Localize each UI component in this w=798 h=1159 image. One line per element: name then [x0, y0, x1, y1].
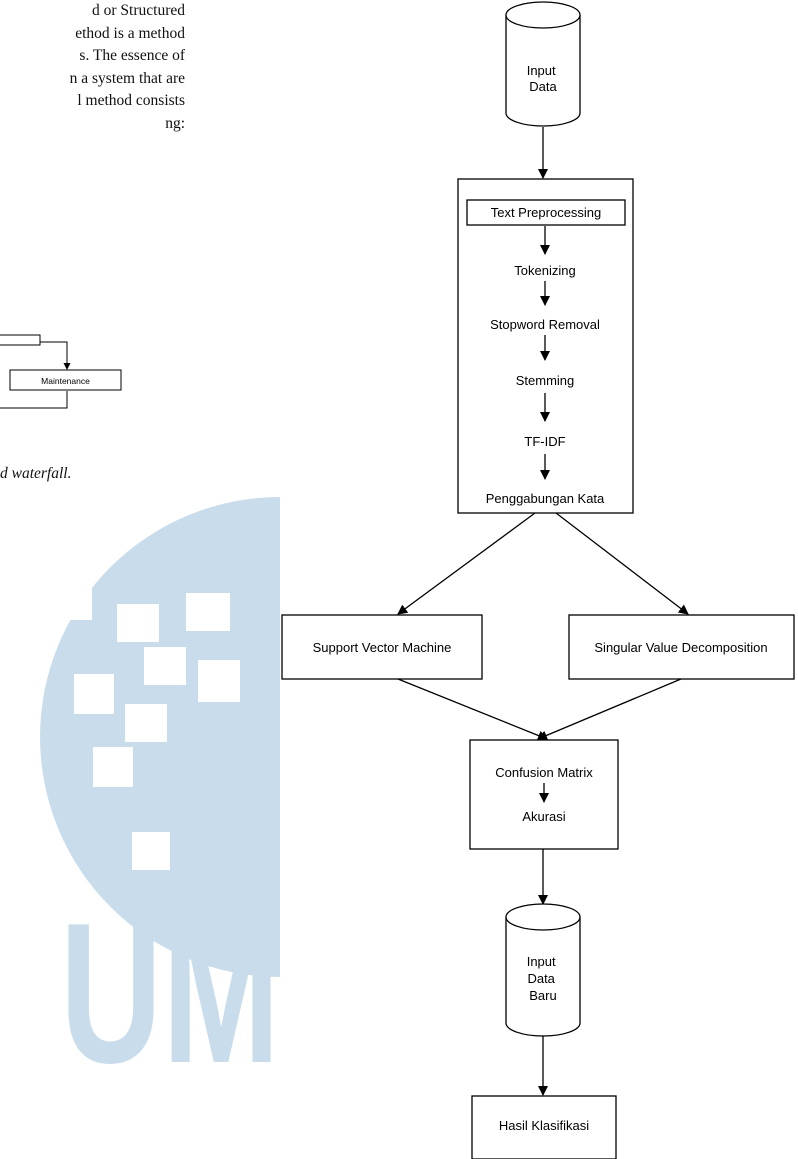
step-stopword-removal: Stopword Removal: [490, 317, 600, 332]
paragraph-line: ethod is a method: [75, 24, 185, 42]
input-data-label: Input Data: [527, 63, 560, 94]
text-preprocessing-label: Text Preprocessing: [491, 205, 602, 220]
waterfall-figure-fragment: Maintenance: [0, 334, 122, 409]
input-data-baru-cylinder: [505, 903, 581, 1037]
paragraph-line: d or Structured: [92, 2, 185, 19]
watermark-letters: UM: [60, 882, 280, 1105]
watermark-square: [117, 604, 159, 642]
text-preprocessing-box: [466, 199, 626, 226]
paragraph-line: l method consists: [77, 92, 185, 109]
paragraph-line: s. The essence of: [79, 47, 185, 64]
svm-box: [281, 614, 483, 680]
paragraph: d or Structured ethod is a method s. The…: [0, 0, 185, 135]
paragraph-line: n a system that are: [69, 69, 185, 87]
svd-box: [568, 614, 795, 680]
watermark-square: [93, 747, 133, 787]
maintenance-label: Maintenance: [41, 376, 90, 386]
arrow-to-svm: [397, 512, 536, 615]
maintenance-box: [9, 369, 122, 391]
input-data-cylinder: [505, 1, 581, 127]
watermark-square: [125, 704, 167, 742]
arrow-to-svd: [555, 512, 689, 615]
watermark-square: [74, 674, 114, 714]
arrow-svm-to-confusion: [397, 678, 548, 741]
watermark-square: [198, 660, 240, 702]
input-data-baru-label: Input Data Baru: [527, 954, 560, 1003]
svm-label: Support Vector Machine: [313, 640, 452, 655]
watermark-square: [52, 582, 92, 620]
akurasi-label: Akurasi: [522, 809, 565, 824]
step-stemming: Stemming: [516, 373, 575, 388]
confusion-matrix-label: Confusion Matrix: [495, 765, 593, 780]
watermark-logo: UM: [40, 497, 280, 1105]
hasil-klasifikasi-box: [471, 1095, 617, 1159]
svd-label: Singular Value Decomposition: [594, 640, 767, 655]
figure-caption: d waterfall.: [0, 465, 72, 482]
watermark-square: [132, 832, 170, 870]
step-tokenizing: Tokenizing: [514, 263, 575, 278]
flowchart: Input Data Text Preprocessing Tokenizing…: [281, 1, 795, 1159]
paragraph-line: ng:: [165, 114, 185, 132]
arrow-svd-to-confusion: [537, 678, 682, 741]
watermark-square: [186, 593, 230, 631]
step-tf-idf: TF-IDF: [524, 434, 565, 449]
hasil-klasifikasi-label: Hasil Klasifikasi: [499, 1118, 589, 1133]
step-penggabungan-kata: Penggabungan Kata: [486, 491, 605, 506]
watermark-square: [144, 647, 186, 685]
